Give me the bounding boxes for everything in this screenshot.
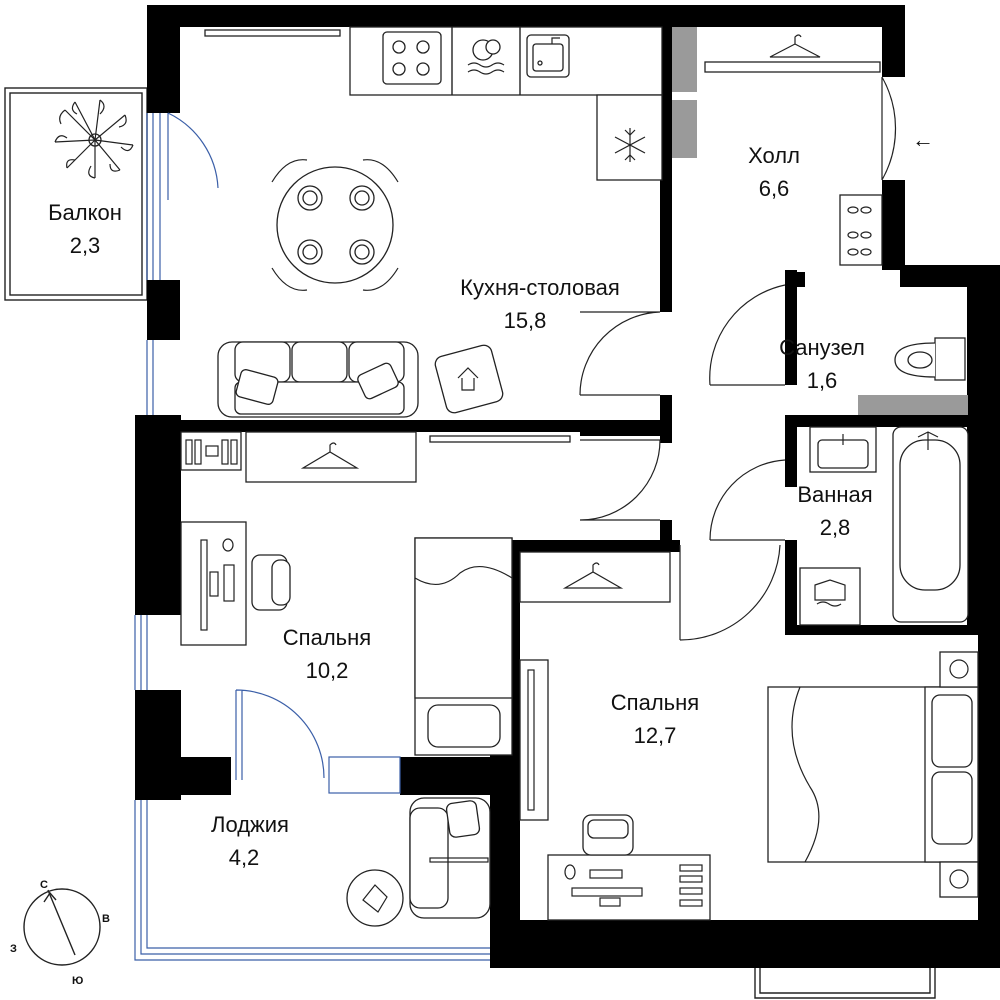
dining-table-icon [271,159,399,291]
sofa-icon [217,341,419,418]
compass-west: З [10,943,17,955]
room-name-hall: Холл [748,143,800,168]
entrance-arrow: ← [912,127,934,152]
shelf-icon [180,431,242,471]
room-name-loggia: Лоджия [211,812,289,837]
bed-icon [767,686,979,863]
bath-door [709,459,786,541]
armchair-icon [251,554,291,611]
armchair-icon [409,797,491,919]
shaft [672,100,697,158]
room-area-balcony: 2,3 [70,233,101,258]
room-name-kitchen: Кухня-столовая [460,275,620,300]
toilet-icon [894,337,966,381]
sink-icon [809,426,877,473]
hanger-icon [704,34,881,73]
room-name-wc: Санузел [779,335,865,360]
room-area-hall: 6,6 [759,176,790,201]
wardrobe-icon [519,659,549,821]
room-name-bath: Ванная [797,482,872,507]
sink-icon [526,34,570,78]
balcony-door [167,112,219,200]
palm-icon [54,99,134,179]
shaft [858,395,968,415]
room-area-kitchen: 15,8 [504,308,547,333]
room-area-bath: 2,8 [820,515,851,540]
shoes-icon [839,194,883,266]
windows [134,113,936,999]
washer-icon [799,567,861,626]
desk-icon [547,854,711,921]
coffee-table-icon [346,869,404,927]
room-area-wc: 1,6 [807,368,838,393]
loggia-door [235,689,325,780]
room-area-bedroom2: 12,7 [634,723,677,748]
stove-icon [382,31,442,85]
shaft [672,27,697,92]
desk-icon [180,521,247,646]
dishes-icon [467,39,505,75]
compass-east: В [102,913,110,925]
bedroom2-door [679,544,781,641]
compass-icon: С В Ю З [10,879,110,987]
hanger-icon [245,431,417,483]
kitchen-hood [204,29,341,37]
tv-icon [429,435,571,443]
room-area-bedroom1: 10,2 [306,658,349,683]
armchair-icon [582,814,634,856]
walls [135,5,1000,968]
kitchen-door [579,311,661,396]
compass-north: С [40,879,48,891]
entrance-door [881,76,897,181]
room-name-bedroom1: Спальня [283,625,371,650]
compass-south: Ю [72,975,83,987]
bed-icon [414,537,513,756]
hanger-icon [519,551,671,603]
room-name-bedroom2: Спальня [611,690,699,715]
nightstand-icon [939,651,979,898]
room-area-loggia: 4,2 [229,845,260,870]
bathtub-icon [892,426,969,623]
coffee-table-icon [434,344,504,414]
freezer-icon [614,128,646,162]
wc-door [709,284,786,386]
bedroom1-door [579,439,661,521]
room-name-balcony: Балкон [48,200,122,225]
